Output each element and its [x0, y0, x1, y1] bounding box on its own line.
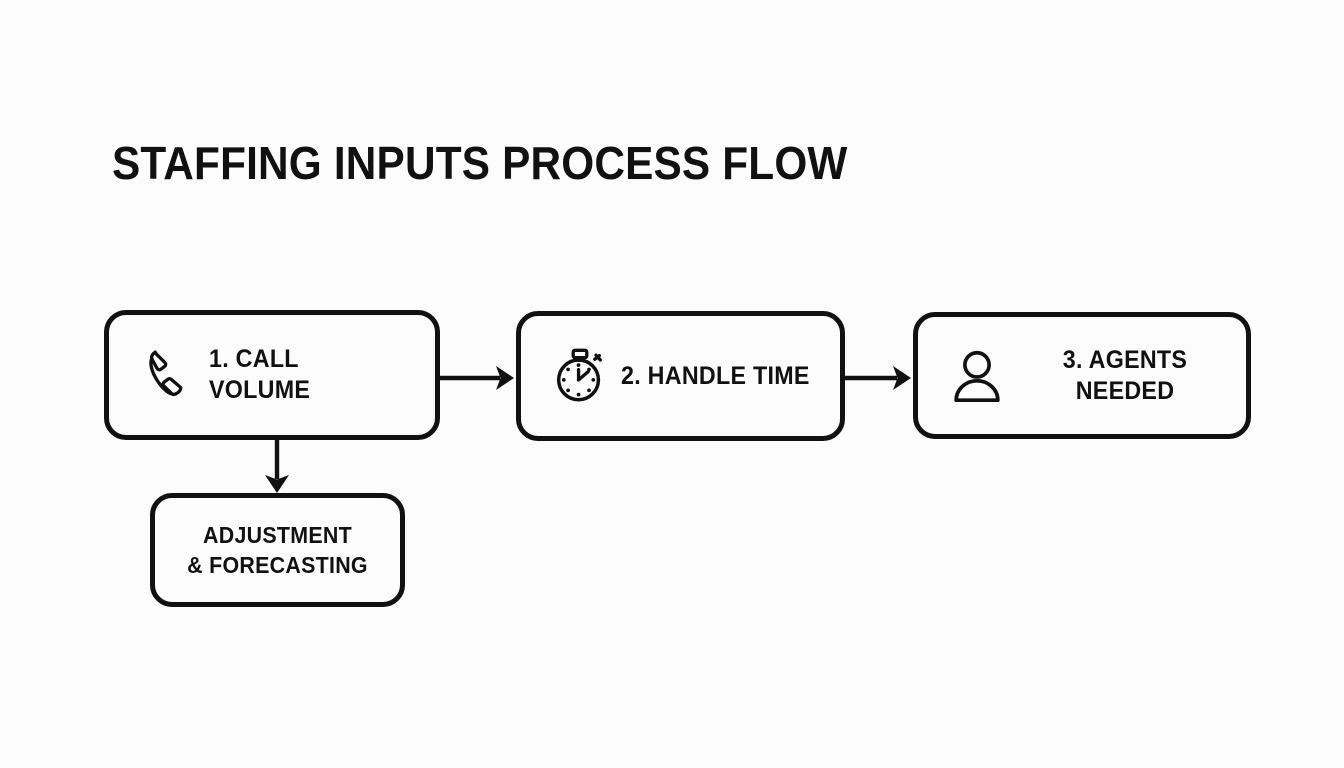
page-title: STAFFING INPUTS PROCESS FLOW	[112, 137, 848, 189]
arrow-call-volume-to-adjustment	[256, 437, 298, 497]
node-adjustment-label: ADJUSTMENT & FORECASTING	[187, 522, 368, 578]
node-handle-time[interactable]: 2. HANDLE TIME	[516, 311, 845, 441]
arrow-call-volume-to-handle-time	[438, 358, 520, 398]
node-agents-needed[interactable]: 3. AGENTS NEEDED	[913, 312, 1251, 439]
node-call-volume-label: 1. CALL VOLUME	[209, 345, 311, 404]
node-adjustment-forecasting[interactable]: ADJUSTMENT & FORECASTING	[150, 493, 405, 607]
node-agents-needed-label: 3. AGENTS NEEDED	[1062, 345, 1188, 405]
person-icon	[946, 345, 1008, 407]
node-handle-time-content: 2. HANDLE TIME	[521, 316, 840, 436]
phone-icon	[137, 344, 199, 406]
node-call-volume[interactable]: 1. CALL VOLUME	[104, 310, 440, 440]
node-adjustment-content: ADJUSTMENT & FORECASTING	[155, 498, 400, 602]
node-handle-time-label: 2. HANDLE TIME	[621, 361, 810, 390]
node-call-volume-content: 1. CALL VOLUME	[109, 315, 435, 435]
node-agents-needed-content: 3. AGENTS NEEDED	[918, 317, 1246, 434]
arrow-handle-time-to-agents-needed	[843, 358, 917, 398]
stopwatch-icon	[549, 345, 611, 407]
